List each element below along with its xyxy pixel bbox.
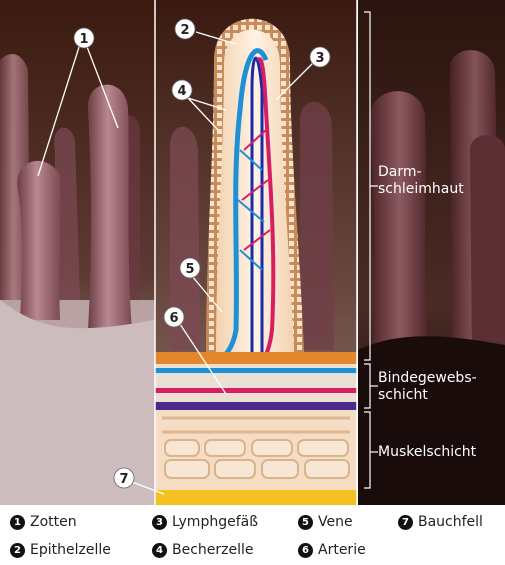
layer-label-line: Muskelschicht (378, 444, 476, 461)
villus-right-1 (370, 91, 430, 360)
middle-panel (155, 0, 357, 505)
marker-7: 7 (114, 468, 134, 488)
legend-number-badge: 4 (152, 543, 167, 558)
legend-item-bauchfell: 7 Bauchfell (398, 514, 483, 530)
legend-label: Vene (318, 514, 353, 530)
layer-label-line: Darm- (378, 164, 464, 181)
legend-number-badge: 6 (298, 543, 313, 558)
diagram-svg: 1 2 3 4 5 6 7 (0, 0, 505, 505)
marker-7-label: 7 (119, 472, 128, 487)
legend-item-becherzelle: 4 Becherzelle (152, 542, 254, 558)
legend: 1 Zotten 2 Epithelzelle 3 Lymphgefäß 4 Beche… (10, 510, 505, 565)
marker-3-label: 3 (315, 51, 324, 66)
marker-1: 1 (74, 28, 94, 48)
mucosa-base (155, 352, 357, 364)
marker-3: 3 (310, 47, 330, 67)
left-panel (0, 0, 155, 505)
legend-label: Lymphgefäß (172, 514, 258, 530)
marker-6: 6 (164, 307, 184, 327)
legend-label: Arterie (318, 542, 366, 558)
legend-item-epithelzelle: 2 Epithelzelle (10, 542, 111, 558)
layer-label-line: schicht (378, 387, 477, 404)
marker-2: 2 (175, 19, 195, 39)
layer-label-bindegewebsschicht: Bindegewebs- schicht (378, 370, 477, 404)
legend-label: Epithelzelle (30, 542, 111, 558)
legend-number-badge: 3 (152, 515, 167, 530)
right-panel (358, 0, 505, 505)
legend-item-zotten: 1 Zotten (10, 514, 77, 530)
legend-label: Bauchfell (418, 514, 483, 530)
layer-label-line: Bindegewebs- (378, 370, 477, 387)
marker-5-label: 5 (185, 262, 194, 277)
layer-label-muskelschicht: Muskelschicht (378, 444, 476, 461)
legend-number-badge: 2 (10, 543, 25, 558)
marker-2-label: 2 (180, 23, 189, 38)
marker-4-label: 4 (177, 84, 186, 99)
layer-label-darmschleimhaut: Darm- schleimhaut (378, 164, 464, 198)
marker-5: 5 (180, 258, 200, 278)
legend-label: Becherzelle (172, 542, 254, 558)
legend-item-lymphgefaess: 3 Lymphgefäß (152, 514, 258, 530)
villus-left-small (17, 161, 60, 320)
legend-number-badge: 5 (298, 515, 313, 530)
legend-number-badge: 7 (398, 515, 413, 530)
legend-label: Zotten (30, 514, 77, 530)
villus-left-tall (88, 85, 132, 330)
legend-item-arterie: 6 Arterie (298, 542, 366, 558)
layer-label-line: schleimhaut (378, 181, 464, 198)
legend-number-badge: 1 (10, 515, 25, 530)
marker-1-label: 1 (79, 32, 88, 47)
peritoneum (155, 490, 357, 505)
marker-6-label: 6 (169, 311, 178, 326)
marker-4: 4 (172, 80, 192, 100)
legend-item-vene: 5 Vene (298, 514, 353, 530)
